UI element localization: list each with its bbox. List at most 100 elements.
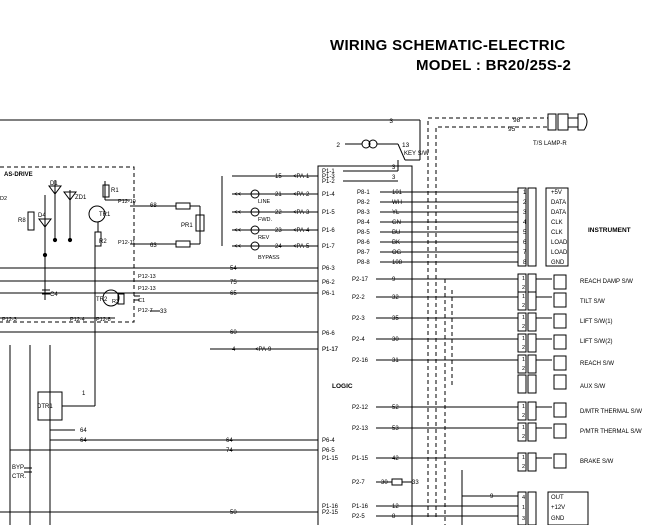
- wire-code-3: GN: [392, 220, 401, 226]
- r8-label: R8: [18, 218, 26, 224]
- pin-label-P1-5: P1-5: [322, 210, 335, 216]
- instrument-connector-a: [517, 187, 527, 267]
- switch-connector: [527, 312, 537, 332]
- connector-68: [175, 240, 191, 248]
- switch-label-1: TILT S/W: [580, 299, 605, 305]
- wire-code-0: 101: [392, 190, 403, 196]
- sensor-gnd: GND: [551, 516, 565, 522]
- pin-num: 2: [522, 366, 525, 372]
- r3-label: R3: [112, 299, 119, 305]
- wire-number-42: 42: [392, 456, 399, 462]
- wire-code-4: BU: [392, 230, 400, 236]
- ts-lamp-label: T/S LAMP-R: [533, 141, 567, 147]
- wire-number-64a: 64: [80, 428, 87, 434]
- wire-number-64: 64: [226, 438, 233, 444]
- diode-D4: [38, 218, 52, 228]
- drive-block-outline: [0, 166, 135, 323]
- d4-label: D4: [38, 213, 46, 219]
- p12-11-label: P12-11: [118, 240, 135, 246]
- pin-P2-2: P2-2: [352, 295, 365, 301]
- pin-label-P1-1: P1-1: [322, 169, 335, 175]
- instrument-pin-2: DATA: [551, 210, 566, 216]
- pin-label-P1-4: P1-4: [322, 192, 335, 198]
- byp-label: BYP: [12, 465, 24, 471]
- switch-symbol: [553, 423, 567, 439]
- wire-code-5: BK: [392, 240, 400, 246]
- wire-number-3c: 3: [392, 175, 396, 181]
- p12-8-label: P12-8: [96, 317, 111, 323]
- zd1-label: ZD1: [75, 195, 87, 201]
- pin-P6-4: P6-4: [322, 438, 335, 444]
- switch-connector: [527, 452, 537, 472]
- wire-number-35: 35: [392, 316, 399, 322]
- pin-num: 2: [522, 434, 525, 440]
- wire: [397, 143, 406, 161]
- wire-number-53: 53: [392, 426, 399, 432]
- switch-connector: [517, 422, 527, 442]
- pa-pin-PA-3: <PA-3: [293, 210, 310, 216]
- pin-num: 1: [522, 276, 525, 282]
- instrument-pin-5: LOAD: [551, 240, 568, 246]
- resistor-R3: [117, 293, 125, 305]
- wire-number-13: 13: [402, 142, 410, 149]
- instrument-pin-number: 8: [523, 260, 527, 266]
- switch-connector: [517, 333, 527, 353]
- wire-number-2: 2: [336, 142, 340, 149]
- pin-P8-7: P8-7: [357, 250, 370, 256]
- p12-label: P12-13: [138, 274, 156, 280]
- wire-number-95: 95: [508, 126, 516, 133]
- connector-34: [391, 478, 403, 486]
- instrument-terminal-block: [545, 187, 569, 267]
- transistor-TR2: [102, 289, 120, 307]
- pa-pin-PA-9: <PA-9: [255, 347, 272, 353]
- resistor-PR1: [195, 214, 205, 232]
- wire-number-15: 15: [275, 174, 282, 180]
- switch-label-4: REACH S/W: [580, 361, 614, 367]
- arrow-mark: <<: [234, 210, 242, 216]
- pin-num: 2: [522, 345, 525, 351]
- fwd-label: FWD.: [258, 217, 273, 223]
- pin-num: 2: [522, 324, 525, 330]
- tr1-label: TR1: [99, 212, 111, 218]
- bypass-label: BYPASS: [258, 255, 280, 261]
- pin-P6-6: P6-6: [322, 331, 335, 337]
- pin-P2-12: P2-12: [352, 405, 369, 411]
- connector-67: [175, 202, 191, 210]
- indicator-lamp: [250, 189, 260, 199]
- pin-P2-4: P2-4: [352, 337, 365, 343]
- wire-number-63: 1: [82, 391, 86, 397]
- pin-P6-2: P6-2: [322, 280, 335, 286]
- rev-label: REV: [258, 235, 270, 241]
- model-label: MODEL : BR20/25S-2: [416, 57, 572, 74]
- p12-3-label: P12-3: [2, 317, 17, 323]
- pin-P6-5: P6-5: [322, 448, 335, 454]
- wire-number-4: 4: [232, 347, 236, 353]
- pin-num: 1: [522, 294, 525, 300]
- pin-num: 1: [522, 455, 525, 461]
- pa-pin-PA-1: <PA-1: [293, 174, 310, 180]
- switch-symbol: [553, 453, 567, 469]
- instrument-pin-1: DATA: [551, 200, 566, 206]
- resistor-R2: [94, 231, 102, 247]
- d2-label: D2: [0, 196, 7, 202]
- pin-label-P1-3: P1-3: [322, 174, 335, 180]
- sensor-out: OUT: [551, 495, 564, 501]
- wire-code-7: 108: [392, 260, 403, 266]
- pin-label-P1-17: P1-17: [322, 347, 339, 353]
- pin-num: 1: [522, 357, 525, 363]
- pin-P2-13: P2-13: [352, 426, 369, 432]
- wire-number-22: 22: [275, 210, 282, 216]
- junction-dot: [67, 237, 73, 243]
- pin-P1-16: P1-16: [352, 504, 369, 510]
- c1-label: C1: [138, 298, 145, 304]
- instrument-pin-number: 3: [523, 210, 527, 216]
- transistor-TR1: [88, 205, 106, 223]
- instrument-label: INSTRUMENT: [588, 227, 631, 234]
- ts-lamp-wire-95: [435, 126, 548, 517]
- switch-symbol: [553, 292, 567, 308]
- switch-label-3: LIFT S/W(2): [580, 339, 613, 345]
- p12-4-label: P12-4: [70, 317, 85, 323]
- pin-P2-16: P2-16: [352, 358, 369, 364]
- switch-connector: [527, 333, 537, 353]
